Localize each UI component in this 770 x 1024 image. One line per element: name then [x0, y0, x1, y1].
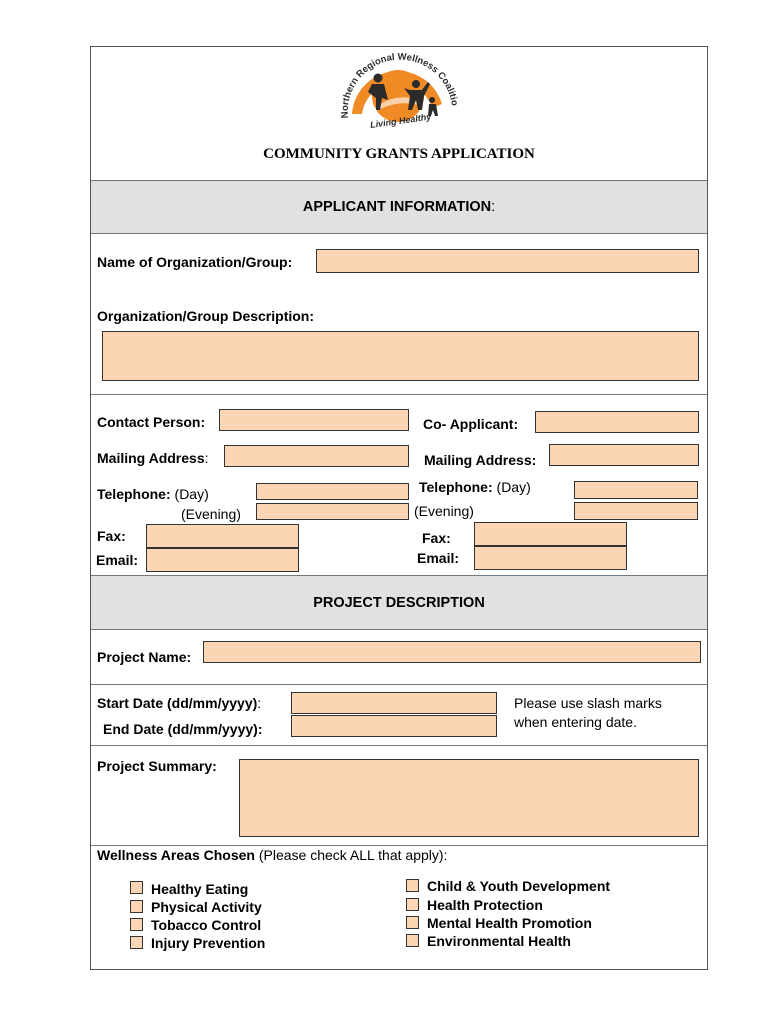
injury-prevention-label: Injury Prevention [151, 935, 266, 951]
wellness-heading: Wellness Areas Chosen (Please check ALL … [97, 847, 448, 863]
child-youth-label: Child & Youth Development [427, 878, 611, 894]
section-header-project: PROJECT DESCRIPTION [91, 575, 707, 630]
mailing-address-label: Mailing Address: [97, 450, 209, 466]
end-date-label: End Date (dd/mm/yyyy): [103, 721, 263, 737]
org-desc-field[interactable] [102, 331, 699, 381]
co-fax-label: Fax: [422, 530, 451, 546]
co-email-label: Email: [417, 550, 460, 566]
section-title: APPLICANT INFORMATION [302, 199, 492, 215]
contact-person-label: Contact Person: [97, 414, 206, 430]
health-protection-label: Health Protection [427, 897, 543, 913]
start-date-label: Start Date (dd/mm/yyyy): [97, 695, 262, 711]
co-mailing-address-label: Mailing Address: [424, 452, 537, 468]
project-summary-field[interactable] [239, 759, 699, 837]
section-header-applicant: APPLICANT INFORMATION: [91, 180, 707, 234]
co-telephone-label: Telephone: (Day) [419, 479, 531, 495]
form-frame [90, 46, 708, 970]
project-summary-label: Project Summary: [97, 758, 217, 774]
evening-label: (Evening) [181, 506, 241, 522]
telephone-day-field[interactable] [256, 483, 409, 500]
tobacco-control-checkbox[interactable] [130, 918, 143, 931]
org-desc-label: Organization/Group Description: [97, 308, 315, 324]
co-telephone-evening-field[interactable] [574, 502, 698, 520]
tobacco-control-label: Tobacco Control [151, 917, 262, 933]
date-note-line1: Please use slash marks [514, 695, 662, 711]
co-applicant-field[interactable] [535, 411, 699, 433]
health-protection-checkbox[interactable] [406, 898, 419, 911]
healthy-eating-checkbox[interactable] [130, 881, 143, 894]
contact-person-field[interactable] [219, 409, 409, 431]
divider [91, 394, 707, 395]
divider [91, 684, 707, 685]
co-applicant-label: Co- Applicant: [423, 416, 519, 432]
fax-field[interactable] [146, 524, 299, 548]
email-field[interactable] [146, 548, 299, 572]
mental-health-label: Mental Health Promotion [427, 915, 592, 931]
section-title: PROJECT DESCRIPTION [313, 594, 485, 611]
co-email-field[interactable] [474, 546, 627, 570]
child-youth-checkbox[interactable] [406, 879, 419, 892]
environmental-health-label: Environmental Health [427, 933, 571, 949]
page-title: COMMUNITY GRANTS APPLICATION [263, 146, 535, 162]
co-evening-label: (Evening) [414, 503, 474, 519]
date-note-line2: when entering date. [514, 714, 637, 730]
fax-label: Fax: [97, 528, 126, 544]
divider [91, 745, 707, 746]
physical-activity-label: Physical Activity [151, 899, 262, 915]
physical-activity-checkbox[interactable] [130, 900, 143, 913]
co-mailing-address-field[interactable] [549, 444, 699, 466]
project-name-label: Project Name: [97, 649, 192, 665]
email-label: Email: [96, 552, 139, 568]
divider [91, 845, 707, 846]
mental-health-checkbox[interactable] [406, 916, 419, 929]
environmental-health-checkbox[interactable] [406, 934, 419, 947]
telephone-label: Telephone: (Day) [97, 486, 209, 502]
telephone-evening-field[interactable] [256, 503, 409, 520]
end-date-field[interactable] [291, 715, 497, 737]
injury-prevention-checkbox[interactable] [130, 936, 143, 949]
org-name-label: Name of Organization/Group: [97, 254, 293, 270]
project-name-field[interactable] [203, 641, 701, 663]
co-telephone-day-field[interactable] [574, 481, 698, 499]
co-fax-field[interactable] [474, 522, 627, 546]
start-date-field[interactable] [291, 692, 497, 714]
coalition-logo: Northern Regional Wellness Coalition Liv… [332, 48, 460, 130]
org-name-field[interactable] [316, 249, 699, 273]
mailing-address-field[interactable] [224, 445, 409, 467]
healthy-eating-label: Healthy Eating [151, 881, 249, 897]
